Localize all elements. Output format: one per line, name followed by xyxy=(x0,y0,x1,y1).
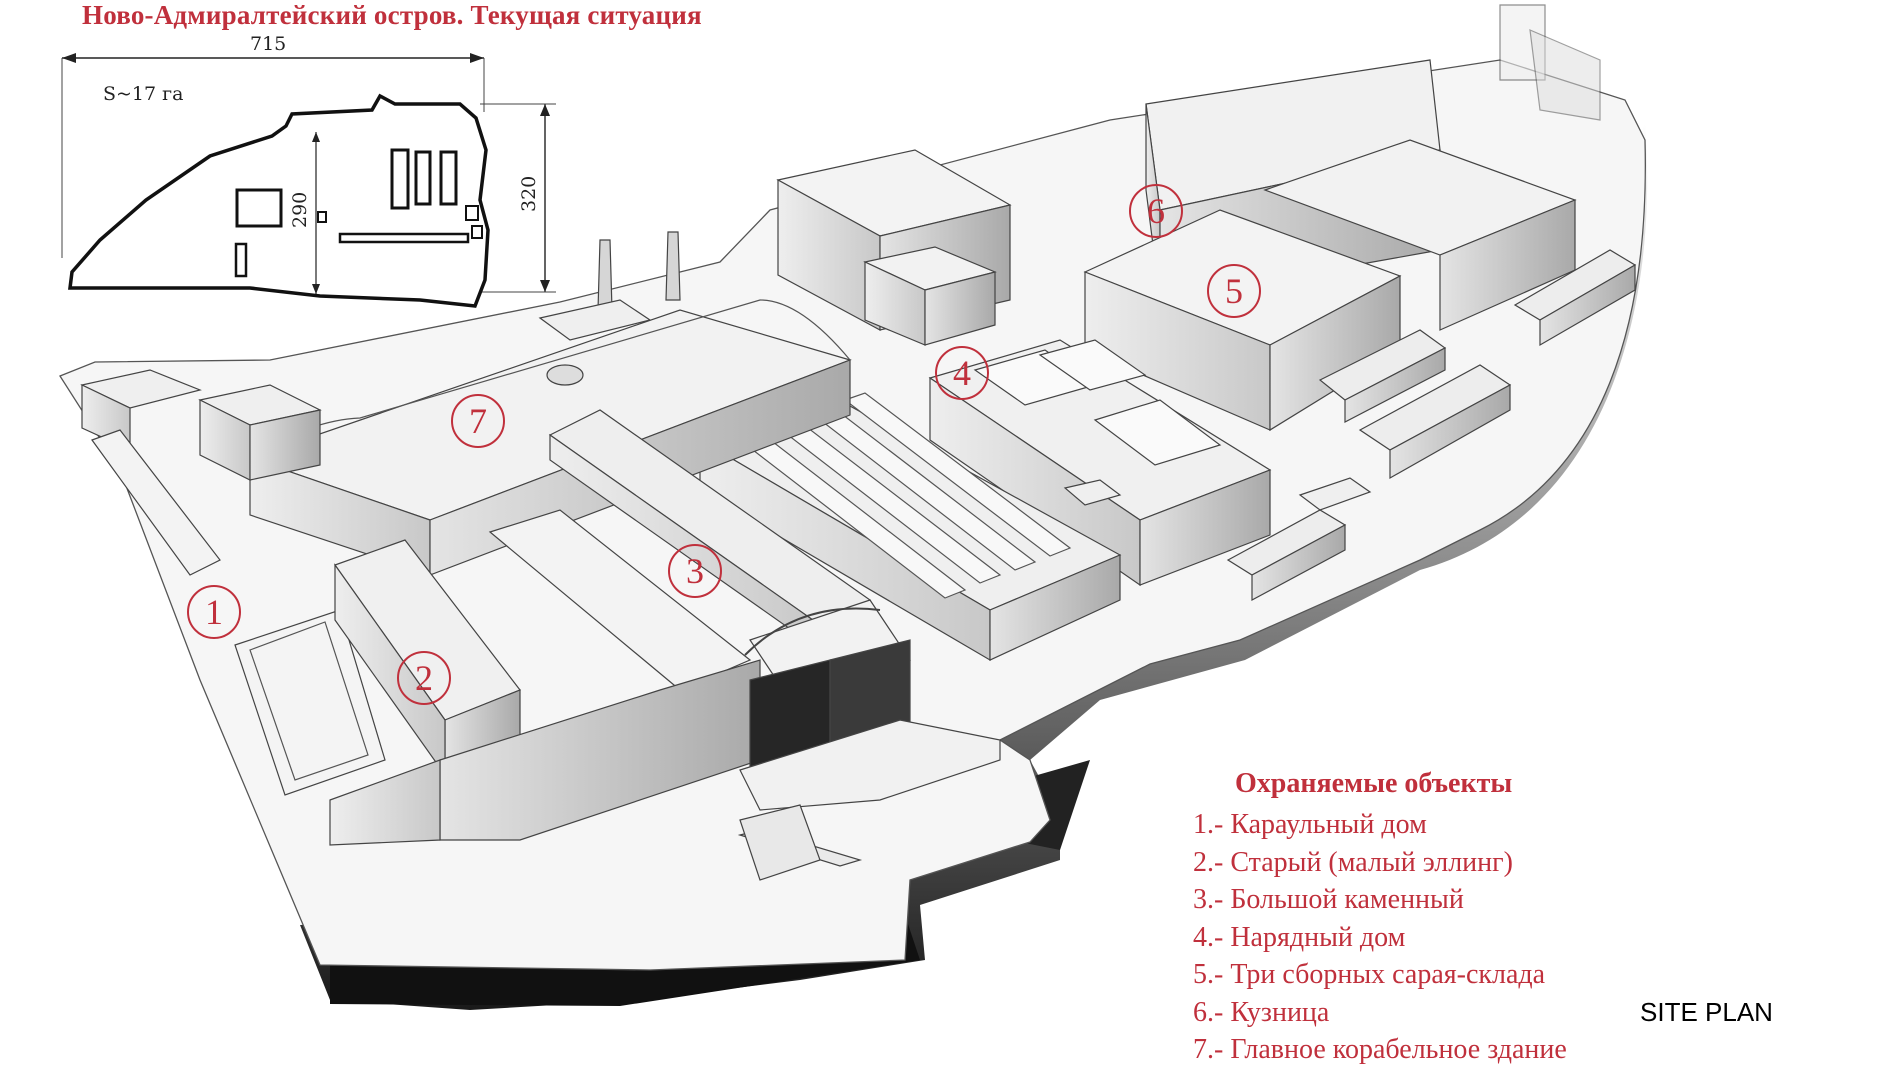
marker-2[interactable]: 2 xyxy=(397,651,451,705)
marker-3[interactable]: 3 xyxy=(668,544,722,598)
legend-item-7: 7.- Главное корабельное здание xyxy=(1193,1034,1567,1065)
marker-5[interactable]: 5 xyxy=(1207,264,1261,318)
legend-item-1: 1.- Караульный дом xyxy=(1193,809,1427,840)
svg-text:2: 2 xyxy=(415,658,433,698)
marker-4[interactable]: 4 xyxy=(935,346,989,400)
svg-text:3: 3 xyxy=(686,551,704,591)
marker-6[interactable]: 6 xyxy=(1129,184,1183,238)
marker-7[interactable]: 7 xyxy=(451,394,505,448)
inset-plan: S~17 га 715 320 290 xyxy=(61,33,556,308)
legend-item-6: 6.- Кузница xyxy=(1193,996,1330,1028)
legend-item-5: 5.- Три сборных сарая-склада xyxy=(1193,959,1546,990)
page-title: Ново-Адмиралтейский остров. Текущая ситу… xyxy=(82,0,702,30)
area-label: S~17 га xyxy=(103,83,183,105)
svg-text:5: 5 xyxy=(1225,271,1243,311)
svg-text:6: 6 xyxy=(1147,191,1165,231)
markers: 1 2 3 4 5 6 7 xyxy=(187,184,1261,705)
island-outline xyxy=(68,93,490,308)
legend-heading: Охраняемые объекты xyxy=(1235,768,1513,799)
svg-text:4: 4 xyxy=(953,353,971,393)
svg-text:7: 7 xyxy=(469,401,487,441)
svg-text:1: 1 xyxy=(205,592,223,632)
legend-item-2: 2.- Старый (малый эллинг) xyxy=(1193,846,1513,878)
site-plan-caption: SITE PLAN xyxy=(1640,997,1773,1027)
inner-dimension-label: 290 xyxy=(289,192,311,228)
width-dimension-label: 715 xyxy=(250,33,286,55)
height-dimension-label: 320 xyxy=(518,176,540,212)
legend-item-3: 3.- Большой каменный xyxy=(1193,884,1464,915)
buildings xyxy=(80,4,1637,881)
legend-item-4: 4.- Нарядный дом xyxy=(1193,921,1406,953)
marker-1[interactable]: 1 xyxy=(187,585,241,639)
legend: Охраняемые объекты 1.- Караульный дом 2.… xyxy=(1193,768,1567,1069)
